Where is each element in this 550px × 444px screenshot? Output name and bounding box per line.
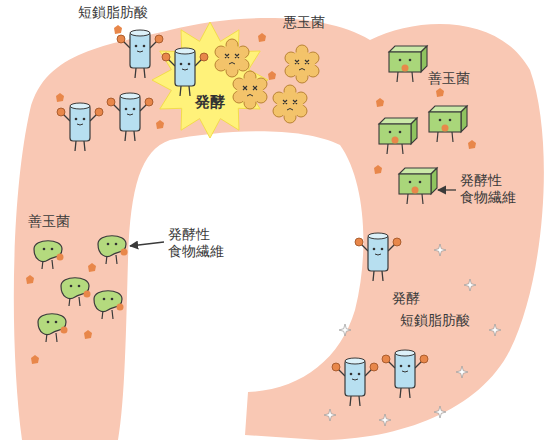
illustration-label: 短鎖脂肪酸 <box>400 312 470 329</box>
bad-bacteria-figures <box>215 39 319 123</box>
leader-arrow <box>438 189 456 190</box>
sparkles <box>324 244 501 426</box>
illustration-label: 悪玉菌 <box>283 14 325 31</box>
short-chain-fatty-acid-figures <box>57 30 428 406</box>
good-bacteria-boxes <box>379 46 467 204</box>
leader-arrow <box>130 242 164 246</box>
illustration-label: 善玉菌 <box>428 70 470 87</box>
illustration-label: 短鎖脂肪酸 <box>78 4 148 21</box>
good-bacteria-beans <box>34 236 128 342</box>
illustration-label: 発酵性 食物繊維 <box>168 226 224 260</box>
illustration-label: 発酵 <box>392 290 420 307</box>
illustration-label: 善玉菌 <box>28 213 70 230</box>
fiber-bits <box>26 25 476 364</box>
illustration-label: 発酵性 食物繊維 <box>460 172 516 206</box>
colon-outline <box>14 18 544 440</box>
fermentation-burst <box>152 22 268 138</box>
illustration-label: 発酵 <box>195 93 225 111</box>
